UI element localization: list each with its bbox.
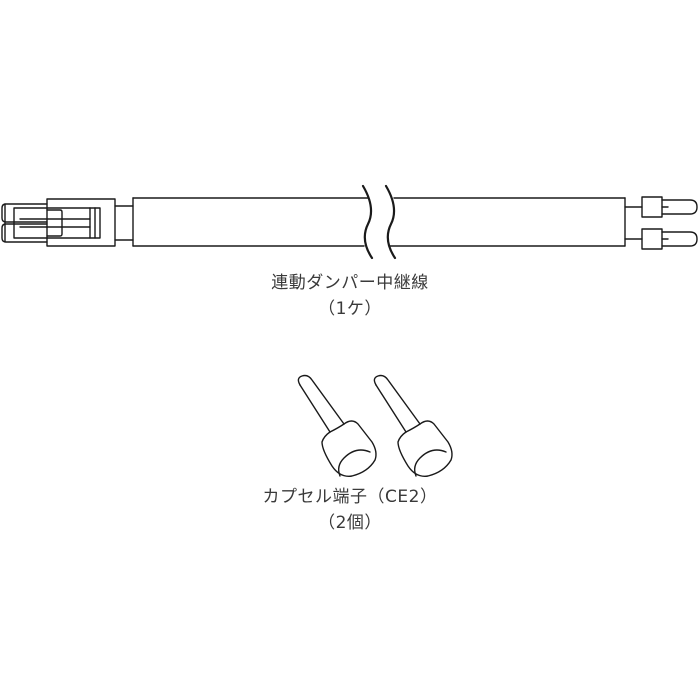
cable-quantity-label: （1ケ） xyxy=(318,299,382,319)
connector-plug-icon xyxy=(1,203,48,243)
connector-housing-icon xyxy=(13,198,116,247)
terminal-quantity-label: （2個） xyxy=(318,513,382,533)
cable-name-label: 連動ダンパー中継線 xyxy=(271,273,429,293)
terminal-name-label: カプセル端子（CE2） xyxy=(262,487,438,507)
cable-sheath-icon xyxy=(132,184,626,260)
capsule-terminal-icon xyxy=(297,374,453,477)
wire-ferrule-icon xyxy=(624,196,698,250)
